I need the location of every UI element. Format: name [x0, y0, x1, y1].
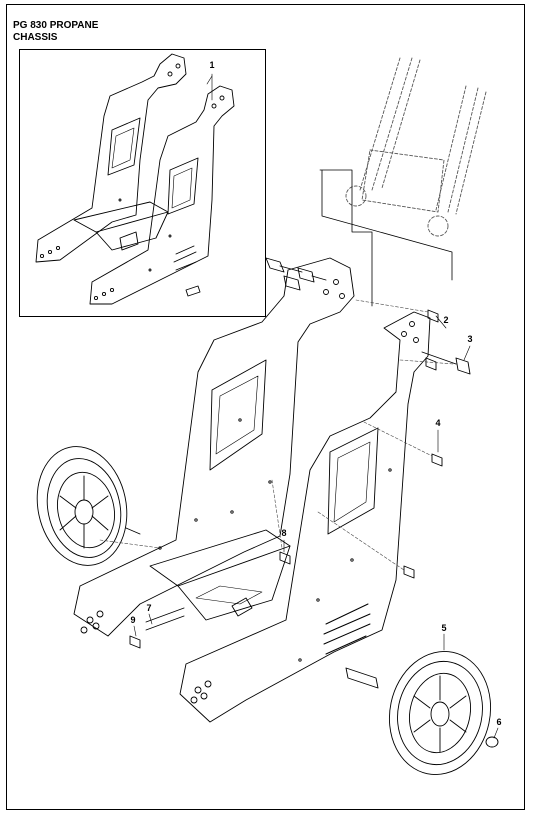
drawing-title: PG 830 PROPANE CHASSIS: [13, 20, 98, 44]
callout-5: 5: [441, 623, 447, 633]
callout-4: 4: [435, 418, 441, 428]
callout-1: 1: [209, 60, 215, 70]
assembled-view-inset: [19, 49, 266, 317]
callout-9: 9: [130, 615, 136, 625]
main-chassis: [73, 257, 431, 723]
model-label: PG 830 PROPANE: [13, 20, 99, 31]
leader-lines: [133, 73, 499, 739]
callout-8: 8: [281, 528, 287, 538]
dashed-alignment-lines: [99, 299, 455, 571]
callout-7: 7: [146, 603, 152, 613]
left-wheel: [36, 446, 141, 566]
callout-3: 3: [467, 334, 473, 344]
drawing-frame: [6, 4, 525, 810]
right-wheel: [388, 651, 499, 775]
handle-outline: [345, 57, 487, 237]
inset-chassis: [35, 53, 235, 305]
section-label: CHASSIS: [13, 32, 58, 43]
callout-6: 6: [496, 717, 502, 727]
fasteners: [129, 257, 471, 649]
callout-2: 2: [443, 315, 449, 325]
